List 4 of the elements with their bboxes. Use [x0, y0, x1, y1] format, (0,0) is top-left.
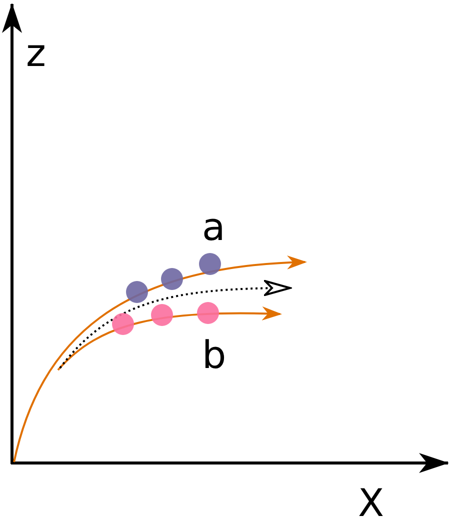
axis-label: z: [26, 34, 46, 72]
curve-label: a: [202, 208, 226, 246]
curve-label: b: [202, 336, 226, 374]
axis-label: X: [358, 484, 384, 522]
